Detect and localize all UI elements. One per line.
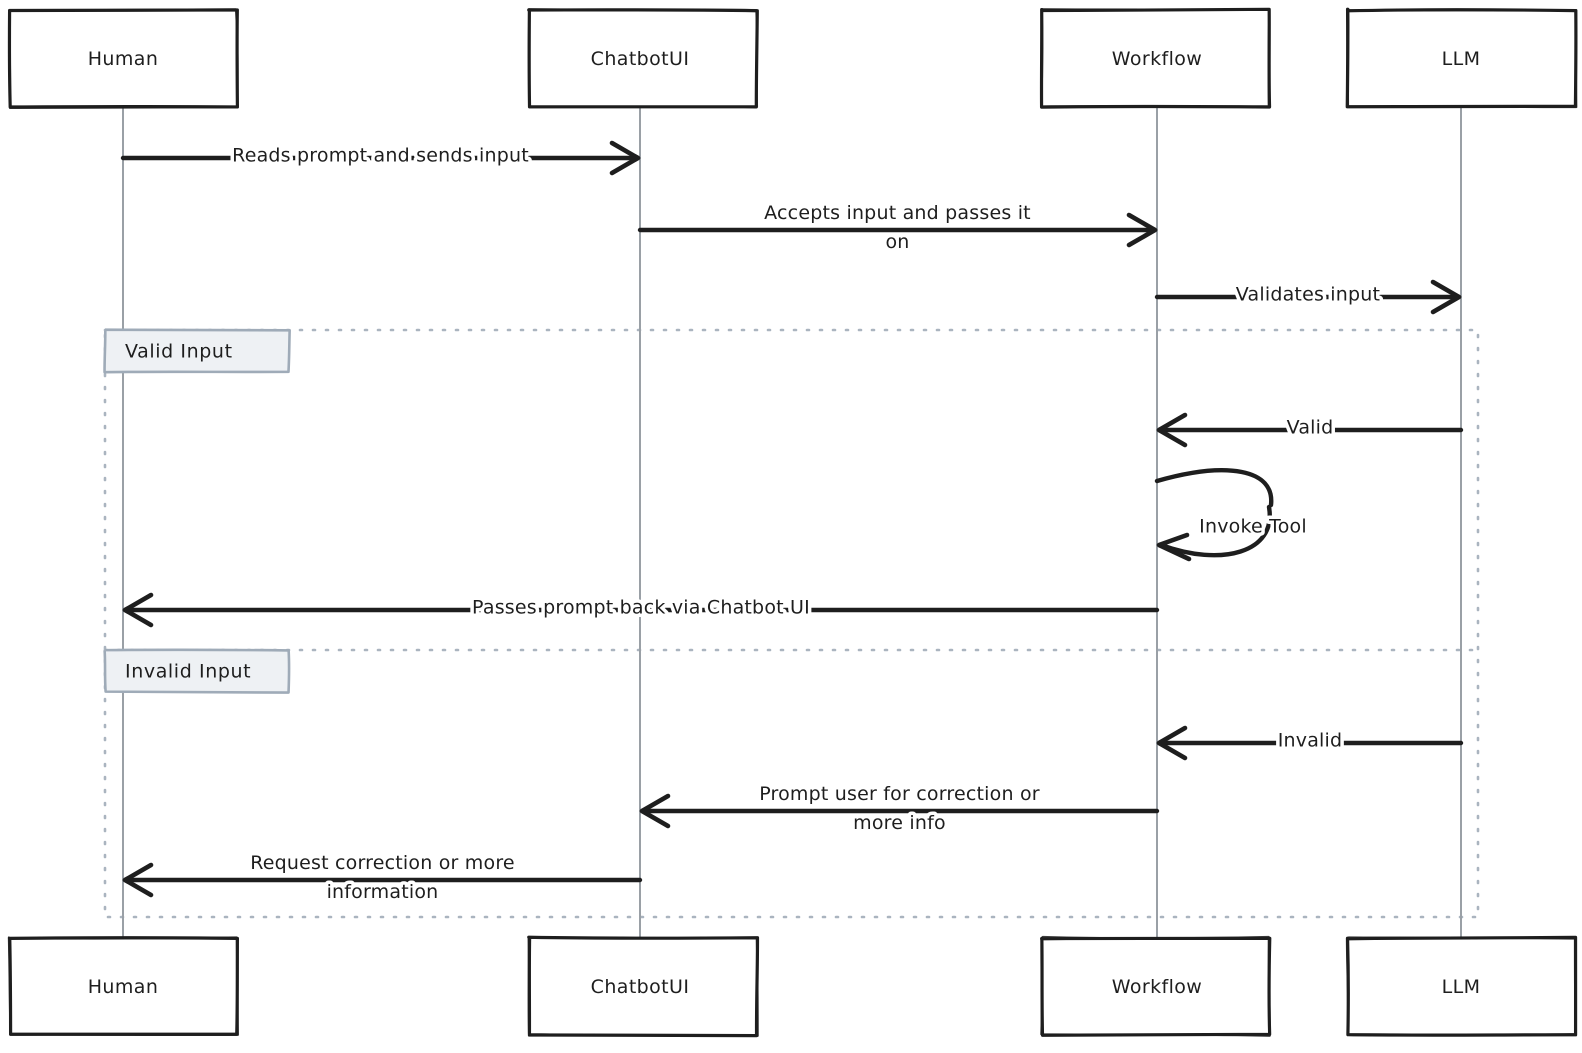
message-label-m3: Validates input xyxy=(1236,284,1380,306)
actor-label-llm: LLM xyxy=(1442,976,1481,998)
message-label-m9-line2: information xyxy=(327,881,439,903)
message-label-m6: Passes prompt back via Chatbot UI xyxy=(472,597,810,619)
message-m6[interactable]: Passes prompt back via Chatbot UI xyxy=(122,592,1160,628)
actor-box-bg xyxy=(529,10,757,107)
actor-box-bg xyxy=(10,938,237,1035)
message-label-m1: Reads prompt and sends input xyxy=(232,145,529,167)
message-label-m2-line1: Accepts input and passes it xyxy=(764,202,1031,224)
actor-box-outline-2 xyxy=(1040,935,1271,1037)
message-label-m2-line2: on xyxy=(885,231,909,253)
fragment-tag-outline xyxy=(103,648,291,694)
actor-box-bg xyxy=(1042,10,1269,107)
actor-box-outline-2 xyxy=(1347,7,1578,109)
actor-box-outline-2 xyxy=(1039,8,1271,108)
actor-box-outline-2 xyxy=(8,8,239,109)
actor-box-bg xyxy=(1042,938,1269,1035)
fragment-tag-bg xyxy=(105,650,289,692)
fragment-outline xyxy=(103,328,1480,919)
arrow-head xyxy=(639,793,671,829)
message-m2[interactable]: Accepts input and passes it on xyxy=(637,199,1158,257)
actor-box-llm-bottom[interactable]: LLM xyxy=(1345,935,1578,1037)
self-loop-bottom xyxy=(1158,504,1272,558)
actor-label-human: Human xyxy=(88,48,159,70)
actor-label-chatbot: ChatbotUI xyxy=(591,48,690,70)
actor-box-human-top[interactable]: Human xyxy=(7,8,240,109)
message-label-m8-line2: more info xyxy=(853,812,946,834)
arrow-head xyxy=(1156,725,1188,761)
actor-box-outline-2 xyxy=(527,936,759,1037)
actor-label-chatbot: ChatbotUI xyxy=(591,976,690,998)
message-label-m4: Valid xyxy=(1287,417,1334,439)
actor-box-outline-2 xyxy=(1345,936,1577,1036)
actor-box-outline-2 xyxy=(7,936,240,1037)
arrow-head xyxy=(1156,412,1188,448)
alt-fragment xyxy=(103,328,1480,919)
actor-box-human-bottom[interactable]: Human xyxy=(7,936,240,1037)
actor-box-bg xyxy=(10,10,237,107)
message-label-m8-line1: Prompt user for correction or xyxy=(759,783,1040,805)
self-loop-top xyxy=(1154,468,1274,508)
fragment-tag-invalid[interactable]: Invalid Input xyxy=(103,648,291,694)
fragment-tag-bg xyxy=(105,330,289,372)
actor-label-llm: LLM xyxy=(1442,48,1481,70)
message-m4[interactable]: Valid xyxy=(1156,412,1464,448)
actor-label-workflow: Workflow xyxy=(1112,48,1202,70)
actor-label-workflow: Workflow xyxy=(1112,976,1202,998)
lifelines xyxy=(122,107,1462,938)
actor-label-human: Human xyxy=(88,976,159,998)
fragment-tag-outline xyxy=(103,328,291,374)
message-m1[interactable]: Reads prompt and sends input xyxy=(120,140,641,176)
message-label-m7: Invalid xyxy=(1278,730,1343,752)
message-label-m9-line1: Request correction or more xyxy=(250,852,515,874)
arrow-head xyxy=(122,592,154,628)
arrow-head xyxy=(122,862,154,898)
actor-box-bg xyxy=(529,938,757,1035)
fragment-tag-valid[interactable]: Valid Input xyxy=(103,328,291,374)
actor-box-bg xyxy=(1348,10,1576,107)
actor-box-chatbot-top[interactable]: ChatbotUI xyxy=(527,8,759,109)
arrow-head xyxy=(1156,532,1192,562)
message-m3[interactable]: Validates input xyxy=(1154,279,1462,315)
message-label-m5: Invoke Tool xyxy=(1199,516,1307,538)
message-m7[interactable]: Invalid xyxy=(1156,725,1464,761)
arrow-head xyxy=(1430,279,1462,315)
actor-box-llm-top[interactable]: LLM xyxy=(1345,7,1578,109)
fragment-tag-label-valid: Valid Input xyxy=(125,341,233,363)
arrow-head xyxy=(609,140,641,176)
actor-box-workflow-top[interactable]: Workflow xyxy=(1039,7,1272,109)
arrow-head xyxy=(1126,212,1158,248)
message-m9[interactable]: Request correction or more information xyxy=(122,849,643,907)
actor-box-workflow-bottom[interactable]: Workflow xyxy=(1040,935,1272,1037)
message-m8[interactable]: Prompt user for correction or more info xyxy=(639,780,1160,838)
actor-box-chatbot-bottom[interactable]: ChatbotUI xyxy=(527,935,760,1038)
actor-box-bg xyxy=(1348,938,1576,1035)
fragment-tag-label-invalid: Invalid Input xyxy=(125,661,251,683)
message-m5[interactable]: Invoke Tool xyxy=(1154,468,1310,562)
actor-box-outline-2 xyxy=(527,8,759,109)
